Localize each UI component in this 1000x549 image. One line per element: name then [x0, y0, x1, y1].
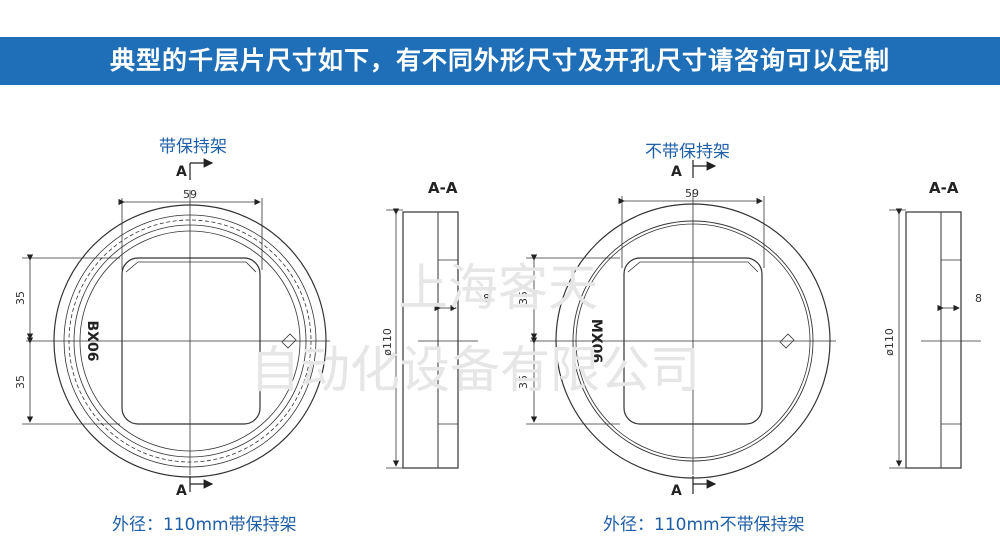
banner-title: 典型的千层片尺寸如下，有不同外形尺寸及开孔尺寸请咨询可以定制 [109, 46, 890, 75]
lower-dim: 35 [14, 375, 27, 389]
lower-dim: 35 [517, 375, 530, 389]
right-caption: 外径：110mm不带保持架 [603, 515, 805, 535]
left-caption: 外径：110mm带保持架 [112, 515, 297, 535]
section-mark-bottom: A [671, 483, 682, 499]
left-top-label: 带保持架 [159, 137, 227, 157]
part-code: BX06 [84, 321, 100, 362]
header-banner: 典型的千层片尺寸如下，有不同外形尺寸及开孔尺寸请咨询可以定制 [0, 37, 1000, 85]
section-mark-top: A [671, 164, 682, 180]
thickness-dim: 8 [483, 292, 490, 305]
part-code: MX06 [588, 319, 604, 363]
right-section-view: A-A ø110 8 [883, 179, 982, 469]
section-mark-bottom: A [176, 483, 187, 499]
left-section-view: A-A ø110 8 [381, 179, 490, 469]
width-dim: 59 [685, 187, 699, 200]
diameter-dim: ø110 [883, 328, 896, 356]
right-top-label: 不带保持架 [645, 142, 730, 162]
section-mark-top: A [176, 164, 187, 180]
section-title: A-A [428, 179, 458, 197]
left-part-view: A A 59 35 35 BX06 [14, 158, 330, 499]
section-title: A-A [929, 179, 959, 197]
diameter-dim: ø110 [381, 328, 394, 356]
upper-dim: 35 [517, 291, 530, 305]
watermark-line-1: 上海客天 [398, 259, 598, 317]
right-part-view: A A 59 35 35 MX06 [517, 160, 836, 499]
upper-dim: 35 [14, 291, 27, 305]
thickness-dim: 8 [975, 292, 982, 305]
watermark-line-2: 自动化设备有限公司 [250, 341, 700, 399]
